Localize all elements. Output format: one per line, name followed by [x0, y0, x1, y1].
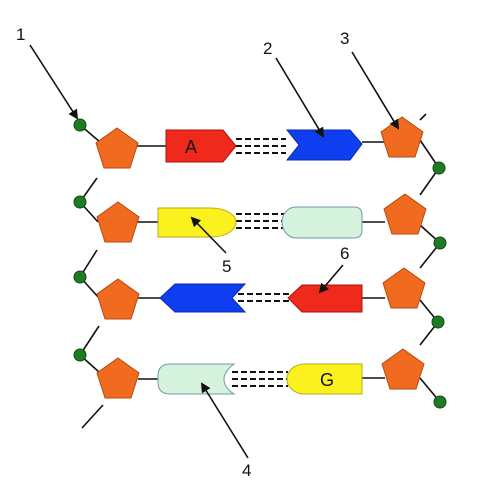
callout-label-1: 1 — [16, 25, 25, 44]
phosphate-left-2 — [73, 195, 87, 209]
sugar-right-4 — [381, 348, 425, 390]
phosphate-left-4 — [73, 348, 87, 362]
sugar-right-3 — [382, 267, 426, 309]
callout-label-3: 3 — [340, 29, 349, 48]
arrow-2 — [275, 57, 325, 138]
sugar-right-2 — [383, 193, 427, 235]
base-yellow-row4 — [286, 363, 363, 395]
base-red-row3 — [287, 284, 363, 313]
base-blue-row1 — [285, 129, 363, 161]
arrow-1 — [29, 44, 79, 120]
callout-label-4: 4 — [242, 461, 251, 480]
arrow-5 — [190, 216, 227, 254]
phosphate-groups — [73, 118, 447, 409]
sugar-left-1 — [95, 127, 139, 169]
sugar-left-3 — [96, 278, 140, 320]
callout-arrows — [29, 44, 400, 459]
glycosidic-bonds — [136, 141, 385, 380]
phosphate-right-2 — [433, 236, 447, 250]
callout-label-2: 2 — [263, 39, 272, 58]
phosphate-right-4 — [433, 395, 447, 409]
base-mint-row2 — [281, 206, 363, 239]
hydrogen-bonds — [232, 138, 290, 387]
base-blue-row3 — [159, 283, 247, 313]
arrow-6 — [318, 264, 344, 294]
right-backbone — [419, 113, 441, 403]
base-red-row1 — [165, 129, 237, 163]
arrow-3 — [351, 51, 400, 130]
phosphate-right-3 — [431, 315, 445, 329]
base-letter-a: A — [185, 137, 197, 157]
phosphate-left-1 — [73, 118, 87, 132]
arrow-4 — [200, 382, 249, 459]
base-mint-row4 — [157, 363, 236, 395]
sugars — [95, 116, 427, 399]
phosphate-right-1 — [432, 161, 446, 175]
phosphate-left-3 — [73, 270, 87, 284]
sugar-right-1 — [380, 116, 424, 158]
bases — [157, 129, 363, 395]
sugar-left-2 — [96, 201, 140, 243]
callout-label-6: 6 — [340, 244, 349, 263]
base-letter-g: G — [320, 370, 334, 390]
sugar-left-4 — [96, 357, 140, 399]
callout-label-5: 5 — [222, 257, 231, 276]
